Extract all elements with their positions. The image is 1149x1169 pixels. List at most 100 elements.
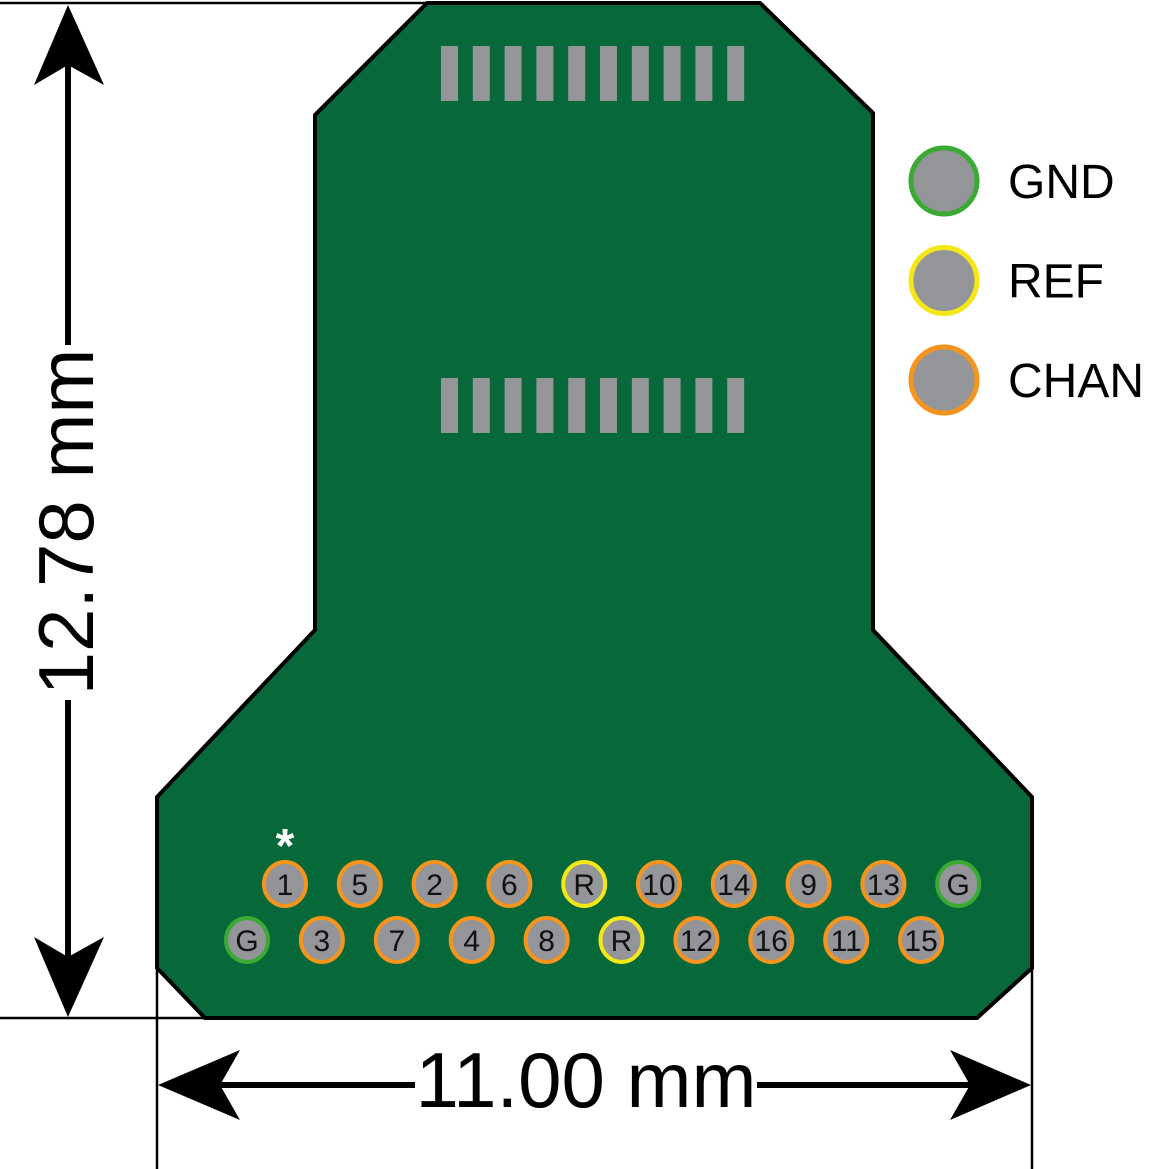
- pin-pad: [860, 860, 907, 908]
- connector-pads-middle: [441, 378, 745, 433]
- pin-pad: [448, 916, 495, 964]
- pin-label: 9: [800, 869, 817, 902]
- pin-chan: 13: [860, 860, 907, 908]
- pin-label: 2: [426, 869, 443, 902]
- extension-lines: [0, 1, 1034, 1169]
- pin-label: 10: [642, 869, 675, 902]
- pin-chan: 4: [448, 916, 495, 964]
- connector-pad: [536, 378, 554, 433]
- pin-ref: R: [598, 916, 645, 964]
- pin-label: R: [611, 925, 633, 958]
- pin-chan: 10: [636, 860, 682, 908]
- connector-pad: [568, 378, 586, 433]
- pin-chan: 12: [673, 916, 720, 964]
- legend-label: REF: [1008, 256, 1104, 309]
- connector-pad: [600, 46, 617, 101]
- pin-gnd: G: [935, 860, 982, 908]
- pin-chan: 1: [262, 860, 308, 908]
- legend: GND REF CHAN: [908, 145, 1144, 416]
- pin-gnd: G: [224, 916, 270, 964]
- connector-pad: [536, 46, 554, 101]
- pin-chan: 2: [411, 860, 458, 908]
- legend-item-chan: CHAN: [908, 344, 1144, 416]
- legend-label: GND: [1008, 156, 1115, 209]
- connector-pad: [441, 46, 458, 101]
- width-label: 11.00 mm: [415, 1036, 756, 1124]
- pin-pad: [785, 860, 832, 908]
- pin-chan: 11: [823, 916, 870, 964]
- arrow-down-icon: [34, 937, 104, 1017]
- height-label: 12.78 mm: [22, 349, 110, 696]
- legend-item-gnd: GND: [908, 145, 1115, 217]
- connector-pad: [727, 46, 745, 101]
- height-dimension: 12.78 mm: [22, 5, 110, 1017]
- connector-pad: [695, 46, 713, 101]
- pin-pad: [298, 916, 345, 964]
- legend-swatch: [908, 145, 980, 217]
- connector-pad: [663, 46, 681, 101]
- pin-pad: [935, 860, 982, 908]
- pin-label: 8: [538, 925, 555, 958]
- pin-label: 5: [351, 869, 368, 902]
- pin-label: 13: [867, 869, 900, 902]
- pin-chan: 14: [710, 860, 757, 908]
- pin-label: 14: [717, 869, 750, 902]
- pin-pad: [336, 860, 383, 908]
- pin-label: 1: [277, 869, 294, 902]
- pin-chan: 15: [898, 916, 945, 964]
- pin-label: G: [947, 869, 970, 902]
- pin-chan: 3: [298, 916, 345, 964]
- pin-pad: [710, 860, 757, 908]
- pin-chan: 16: [748, 916, 795, 964]
- pin-pad: [224, 916, 270, 964]
- pin-pad: [486, 860, 533, 908]
- arrow-right-icon: [950, 1050, 1031, 1120]
- connector-pad: [631, 46, 649, 101]
- pin-chan: 5: [336, 860, 383, 908]
- connector-pad: [600, 378, 617, 433]
- pin-pad: [636, 860, 682, 908]
- pin-chan: 7: [373, 916, 420, 964]
- connector-pad: [631, 378, 649, 433]
- pin-pad: [823, 916, 870, 964]
- connector-pad: [472, 378, 490, 433]
- pin-label: 4: [463, 925, 480, 958]
- pin1-marker: *: [276, 820, 295, 873]
- pin-label: 11: [831, 925, 862, 958]
- pin-pad: [523, 916, 570, 964]
- arrow-up-icon: [34, 5, 104, 85]
- pcb-board: [155, 0, 1034, 1020]
- legend-label: CHAN: [1008, 355, 1144, 408]
- connector-pad: [663, 378, 681, 433]
- connector-pad: [441, 378, 458, 433]
- pin-label: 3: [314, 925, 331, 958]
- pin-label: G: [235, 925, 258, 958]
- connector-pad: [568, 46, 586, 101]
- legend-swatch: [908, 245, 980, 316]
- connector-pad: [695, 378, 713, 433]
- width-dimension: 11.00 mm: [158, 1036, 1031, 1124]
- pin-pad: [898, 916, 945, 964]
- pin-chan: 9: [785, 860, 832, 908]
- pin-ref: R: [561, 860, 608, 908]
- pin-pad: [748, 916, 795, 964]
- connector-pad: [504, 46, 522, 101]
- pin-chan: 8: [523, 916, 570, 964]
- pin-label: 16: [755, 925, 788, 958]
- pin-label: 15: [904, 925, 937, 958]
- legend-item-ref: REF: [908, 245, 1104, 316]
- pin-pad: [598, 916, 645, 964]
- pin-label: 7: [388, 925, 405, 958]
- pin-label: 6: [501, 869, 518, 902]
- pin-chan: 6: [486, 860, 533, 908]
- connector-pad: [727, 378, 745, 433]
- pin-pad: [411, 860, 458, 908]
- pin-pad: [373, 916, 420, 964]
- legend-swatch: [908, 344, 980, 416]
- pin-pad: [561, 860, 608, 908]
- arrow-left-icon: [158, 1050, 240, 1120]
- pin-label: R: [573, 869, 595, 902]
- pin-label: 12: [680, 925, 713, 958]
- pin-pad: [262, 860, 308, 908]
